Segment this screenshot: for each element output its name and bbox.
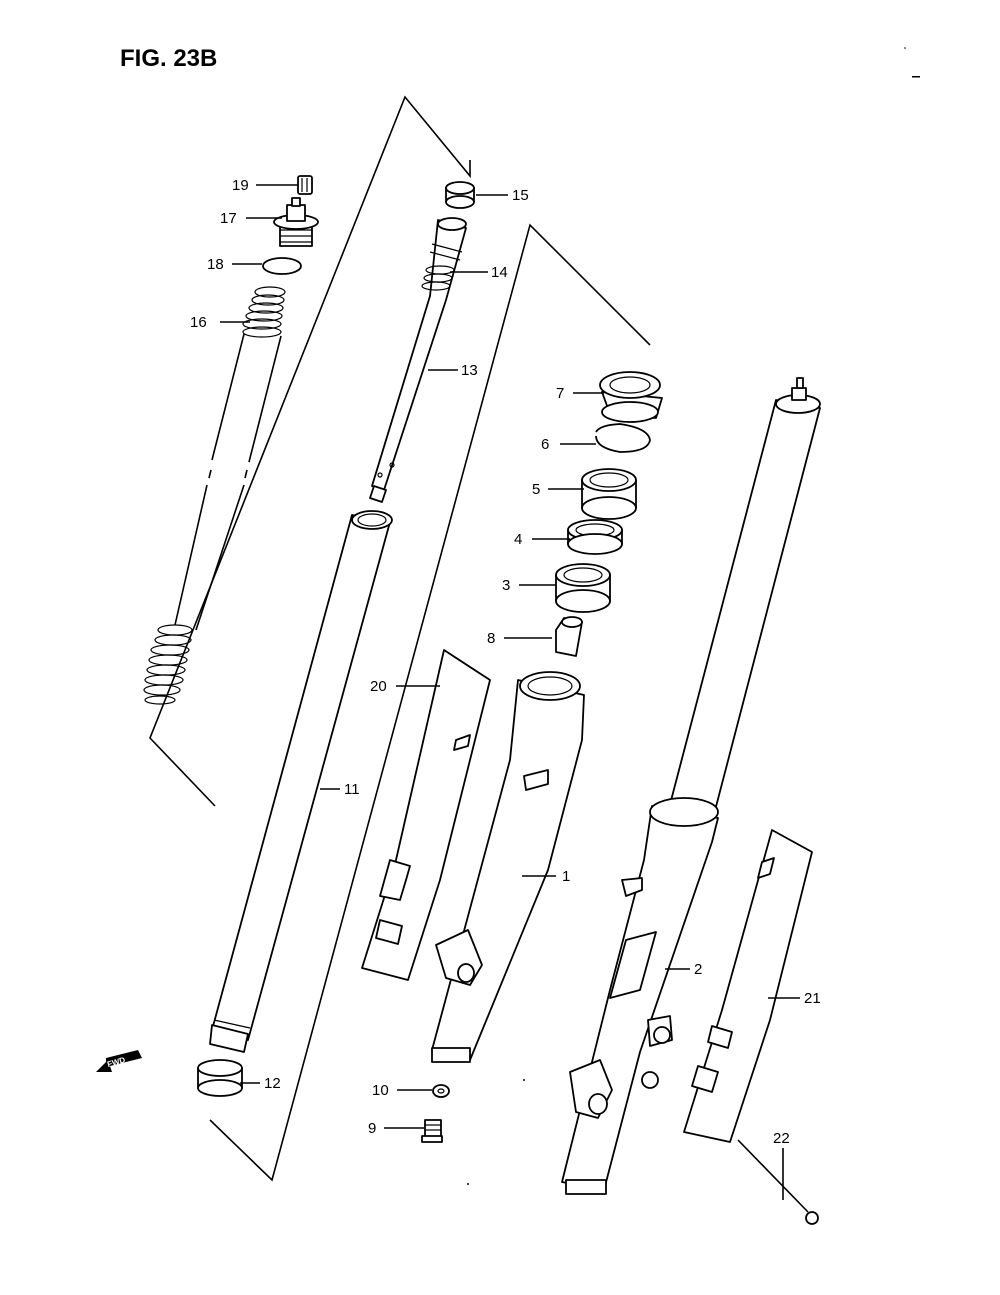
callout-4: 4	[514, 531, 522, 548]
scan-specks	[467, 47, 920, 1185]
callout-9: 9	[368, 1120, 376, 1137]
dust-seal	[599, 371, 663, 423]
callout-16: 16	[190, 314, 207, 331]
guide-metal	[555, 563, 611, 613]
callout-18: 18	[207, 256, 224, 273]
callout-22: 22	[773, 1130, 790, 1147]
damper-rod	[369, 217, 467, 503]
piston-ring	[421, 265, 455, 291]
callout-5: 5	[532, 481, 540, 498]
callout-11: 11	[344, 781, 360, 798]
fork-cover-left	[361, 649, 491, 981]
callout-17: 17	[220, 210, 237, 227]
group-frame-inner-tube	[209, 223, 651, 1182]
callout-20: 20	[370, 678, 387, 695]
fork-spring	[143, 286, 286, 705]
damper-rod-bolt	[421, 1119, 443, 1143]
forward-direction-arrow-icon: FWD	[96, 1050, 142, 1072]
callout-19: 19	[232, 177, 249, 194]
callout-7: 7	[556, 385, 564, 402]
group-frame-spring	[149, 95, 471, 807]
callout-labels: 19 17 18 16 15 14 13 7 6 5 4 3 8 20 11 1…	[190, 177, 821, 1147]
callout-12: 12	[264, 1075, 281, 1092]
callout-3: 3	[502, 577, 510, 594]
fork-cover-right	[683, 829, 813, 1143]
oil-seal	[581, 468, 637, 520]
o-ring	[262, 257, 302, 275]
cap-bolt	[273, 197, 319, 247]
figure-title: FIG. 23B	[120, 45, 217, 72]
fork-assembly-right	[561, 377, 821, 1195]
callout-1: 1	[562, 868, 570, 885]
callout-10: 10	[372, 1082, 389, 1099]
gasket-washer	[432, 1084, 450, 1098]
callout-8: 8	[487, 630, 495, 647]
callout-2: 2	[694, 961, 702, 978]
gasket-washer-hole	[437, 1088, 445, 1094]
slide-bushing	[197, 1059, 243, 1097]
air-valve-cap	[297, 175, 313, 195]
oil-seal-retainer	[567, 519, 623, 555]
oil-lock-piece	[555, 616, 583, 657]
inner-tube	[209, 510, 393, 1053]
callout-15: 15	[512, 187, 529, 204]
spacer-collar	[445, 181, 475, 209]
callout-6: 6	[541, 436, 549, 453]
outer-tube-left	[431, 671, 585, 1063]
cover-bolt	[737, 1139, 819, 1225]
callout-21: 21	[804, 990, 821, 1007]
callout-13: 13	[461, 362, 478, 379]
leader-lines	[220, 184, 800, 1200]
stopper-ring	[595, 423, 651, 453]
callout-14: 14	[491, 264, 508, 281]
